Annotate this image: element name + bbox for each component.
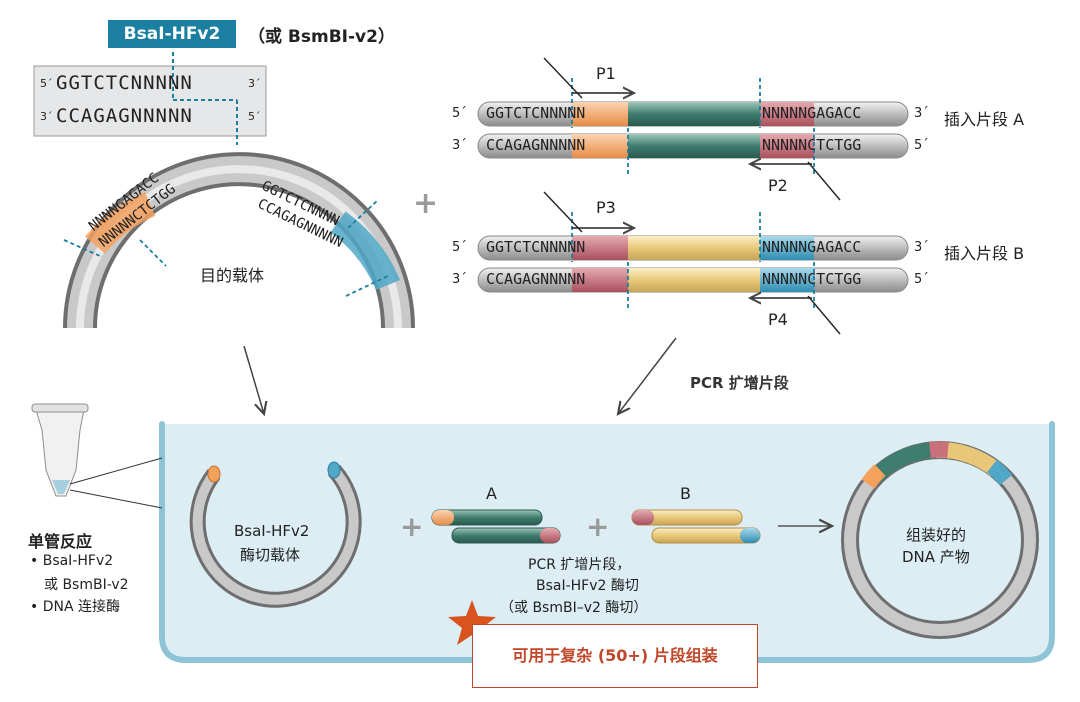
site-top-5prime: 5´ (40, 77, 53, 90)
insert-a-bottom-5prime: 5´ (914, 138, 929, 153)
arrow-vector-down (243, 345, 264, 414)
site-bottom-5prime: 5´ (248, 110, 261, 123)
highlight-star-icon (448, 600, 496, 645)
product-label-2: DNA 产物 (902, 548, 970, 566)
insert-a-top-3prime: 3´ (914, 106, 929, 121)
insert-a-bottom-end: NNNNNCTCTGG (762, 136, 862, 154)
cut-vector-label-2: 酶切载体 (240, 546, 301, 564)
primer-p4: P4 (768, 310, 788, 329)
pcr-cut-line-1: PCR 扩增片段， (528, 557, 631, 573)
plus-sign-panel-1: + (400, 510, 423, 543)
insert-a-top-end: NNNNNGAGACC (762, 104, 862, 122)
product-label-1: 组装好的 (906, 526, 967, 544)
pcr-cut-line-3: （或 BsmBI–v2 酶切） (500, 600, 648, 616)
insert-b-label: 插入片段 B (944, 244, 1025, 263)
insert-a-bottom-seq: CCAGAGNNNNN (486, 136, 586, 154)
insert-a-diagram (477, 57, 909, 201)
insert-a-top-seq: GGTCTCNNNNN (486, 104, 586, 122)
site-bottom-sequence: CCAGAGNNNNN (56, 105, 193, 127)
fragment-a (431, 509, 561, 544)
pcr-cut-line-2: BsaI-HFv2 酶切 (536, 578, 639, 594)
recognition-site-box (33, 52, 267, 145)
fragment-b-label: B (680, 484, 691, 503)
insert-b-top-3prime: 3´ (914, 240, 929, 255)
insert-b-bottom-seq: CCAGAGNNNNN (486, 270, 586, 288)
site-bottom-3prime: 3´ (40, 110, 53, 123)
cut-vector-label-1: BsaI-HFv2 (234, 522, 310, 540)
plus-sign-top: + (413, 186, 438, 221)
insert-b-bottom-end: NNNNNCTCTGG (762, 270, 862, 288)
pcr-label: PCR 扩增片段 (690, 374, 789, 392)
tube-title: 单管反应 (28, 532, 93, 551)
cut-vector-ring (189, 461, 362, 608)
tube-item-3: • DNA 连接酶 (30, 599, 120, 615)
tube-item-1: • BsaI-HFv2 (30, 553, 114, 569)
vector-label: 目的载体 (200, 266, 265, 285)
insert-a-label: 插入片段 A (944, 110, 1025, 129)
insert-b-bottom-5prime: 5´ (914, 272, 929, 287)
fragment-b (631, 509, 761, 544)
tube-item-2: 或 BsmBI-v2 (44, 577, 129, 593)
enzyme-badge: BsaI-HFv2 (108, 20, 236, 48)
insert-a-bottom-3prime: 3´ (452, 138, 467, 153)
product-ring (841, 441, 1039, 639)
insert-b-bottom-3prime: 3´ (452, 272, 467, 287)
fragment-a-label: A (486, 484, 497, 503)
site-top-sequence: GGTCTCNNNNN (56, 72, 193, 94)
site-top-3prime: 3´ (248, 77, 261, 90)
insert-b-top-seq: GGTCTCNNNNN (486, 238, 586, 256)
insert-b-top-5prime: 5´ (452, 240, 467, 255)
plus-sign-panel-2: + (586, 510, 609, 543)
insert-b-diagram (477, 191, 909, 335)
highlight-box: 可用于复杂 (50+) 片段组装 (472, 624, 758, 688)
primer-p1: P1 (596, 64, 616, 83)
arrow-pcr-down (618, 337, 677, 414)
insert-a-top-5prime: 5´ (452, 106, 467, 121)
primer-p2: P2 (768, 176, 788, 195)
enzyme-alt-label: （或 BsmBI-v2） (248, 27, 395, 47)
primer-p3: P3 (596, 198, 616, 217)
insert-b-top-end: NNNNNGAGACC (762, 238, 862, 256)
vector-arc (63, 152, 415, 329)
tube-icon (31, 403, 163, 509)
